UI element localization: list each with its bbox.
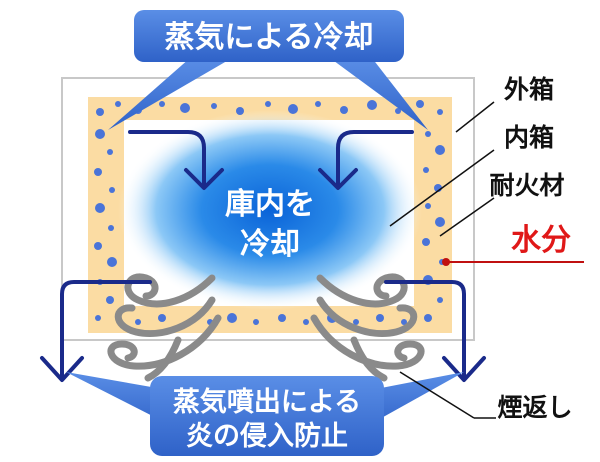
- cooling-glow: [118, 110, 422, 310]
- center-label: 庫内を 冷却: [225, 187, 315, 262]
- center-label-line2: 冷却: [240, 227, 300, 262]
- bottom-callout-line1: 蒸気噴出による: [173, 386, 361, 418]
- label-outer-box: 外箱: [504, 75, 554, 104]
- label-moisture: 水分: [511, 223, 571, 258]
- smoke-curls: [107, 273, 425, 382]
- label-inner-box: 内箱: [504, 123, 554, 152]
- flow-arrows: [40, 130, 486, 382]
- bottom-callout: 蒸気噴出による 炎の侵入防止: [66, 372, 464, 456]
- moisture-dot: [442, 258, 450, 266]
- bottom-callout-line2: 炎の侵入防止: [186, 421, 348, 452]
- leader-lines: [389, 101, 496, 419]
- label-smoke-return: 煙返し: [497, 393, 572, 422]
- top-callout: 蒸気による冷却: [108, 10, 428, 130]
- top-callout-text: 蒸気による冷却: [164, 20, 373, 55]
- center-label-line1: 庫内を: [225, 187, 315, 222]
- label-insulation: 耐火材: [489, 171, 564, 200]
